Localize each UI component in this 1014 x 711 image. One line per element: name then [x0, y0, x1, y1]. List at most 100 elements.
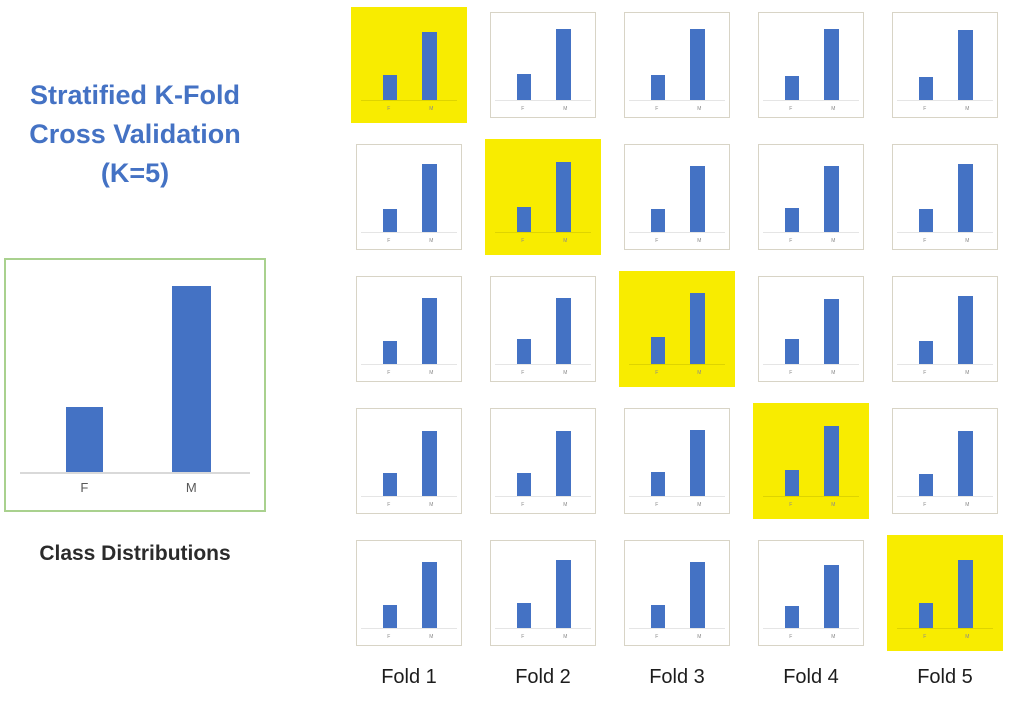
x-label-f: F [80, 480, 89, 495]
bar-f [66, 407, 103, 472]
bar-m [958, 163, 973, 232]
bar-m [824, 165, 839, 232]
mini-chart-plot [495, 281, 591, 365]
x-label-m: M [831, 238, 836, 244]
bar-m [556, 559, 571, 628]
x-label-f: F [521, 370, 525, 376]
bar-m [690, 429, 705, 496]
bar-f [383, 604, 398, 628]
x-label-m: M [831, 370, 836, 376]
bar-f [919, 474, 934, 496]
mini-chart-plot [629, 413, 725, 497]
x-label-m: M [965, 238, 970, 244]
mini-chart-plot [763, 545, 859, 629]
bar-f [517, 74, 532, 100]
x-label-m: M [965, 502, 970, 508]
bar-f [919, 208, 934, 232]
mini-chart-plot [763, 149, 859, 233]
bar-m [422, 561, 437, 628]
bar-f [517, 472, 532, 496]
x-label-f: F [655, 106, 659, 112]
bar-m [824, 426, 839, 496]
x-label-f: F [923, 502, 927, 508]
title-line-2: Cross Validation [29, 119, 241, 149]
bar-f [383, 472, 398, 496]
x-label-m: M [563, 106, 568, 112]
bar-m [690, 292, 705, 364]
x-label-f: F [521, 502, 525, 508]
class-distribution-caption: Class Distributions [39, 542, 231, 565]
bar-m [556, 297, 571, 364]
x-label-m: M [697, 502, 702, 508]
x-label-f: F [387, 502, 391, 508]
bar-f [383, 340, 398, 364]
bar-f [785, 207, 800, 232]
mini-chart-plot [763, 413, 859, 497]
bar-f [651, 604, 666, 628]
x-label-f: F [521, 634, 525, 640]
x-label-m: M [563, 502, 568, 508]
x-label-f: F [387, 106, 391, 112]
x-label-m: M [563, 238, 568, 244]
fold-label-2: Fold 2 [515, 666, 571, 688]
x-label-f: F [789, 106, 793, 112]
page-title: Stratified K-Fold Cross Validation (K=5) [6, 76, 264, 193]
mini-chart-plot [361, 149, 457, 233]
mini-chart-plot [361, 545, 457, 629]
x-label-f: F [655, 370, 659, 376]
bar-f [651, 336, 666, 364]
mini-chart-plot [897, 281, 993, 365]
x-label-m: M [429, 370, 434, 376]
x-label-f: F [387, 634, 391, 640]
bar-m [690, 165, 705, 232]
mini-chart-plot [495, 149, 591, 233]
x-label-m: M [563, 370, 568, 376]
mini-chart-plot [495, 413, 591, 497]
x-label-m: M [185, 480, 197, 495]
bar-m [690, 561, 705, 628]
x-label-m: M [429, 634, 434, 640]
x-label-m: M [965, 106, 970, 112]
x-label-f: F [387, 238, 391, 244]
x-label-m: M [563, 634, 568, 640]
bar-f [651, 208, 666, 232]
mini-chart-plot [361, 413, 457, 497]
bar-f [919, 76, 934, 100]
x-label-m: M [697, 106, 702, 112]
bar-m [824, 28, 839, 100]
mini-chart-plot [629, 545, 725, 629]
bar-m [958, 295, 973, 364]
bar-m [171, 286, 211, 472]
bar-f [785, 75, 800, 100]
bar-m [556, 431, 571, 496]
mini-chart-plot [629, 149, 725, 233]
x-label-f: F [923, 370, 927, 376]
x-label-f: F [789, 634, 793, 640]
mini-chart-plot [763, 281, 859, 365]
fold-label-1: Fold 1 [381, 666, 437, 688]
x-label-m: M [831, 106, 836, 112]
title-line-3: (K=5) [100, 158, 170, 188]
x-label-m: M [965, 634, 970, 640]
x-label-m: M [697, 370, 702, 376]
x-label-f: F [387, 370, 391, 376]
x-label-f: F [521, 238, 525, 244]
mini-chart-plot [897, 413, 993, 497]
bar-m [690, 28, 705, 100]
mini-chart-plot [897, 17, 993, 101]
bar-m [556, 162, 571, 232]
